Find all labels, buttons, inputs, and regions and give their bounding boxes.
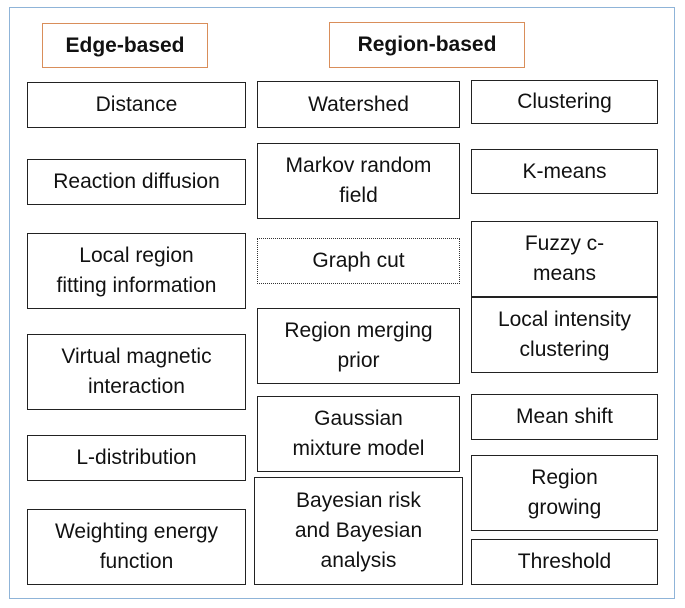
method-label: Graph cut	[312, 249, 405, 272]
region-method-mean-shift: Mean shift	[471, 394, 658, 440]
region-method-k-means: K-means	[471, 149, 658, 194]
region-method-fuzzy-c-means: Fuzzy c- means	[471, 221, 658, 297]
header-region-based: Region-based	[329, 22, 525, 68]
region-method-clustering: Clustering	[471, 80, 658, 124]
method-label: Local intensity clustering	[497, 308, 632, 361]
header-region-based-label: Region-based	[357, 33, 497, 56]
method-label: Threshold	[517, 550, 612, 573]
method-label: Watershed	[308, 92, 409, 116]
method-label: Weighting energy function	[54, 520, 219, 573]
method-label: Virtual magnetic interaction	[61, 345, 212, 398]
method-label: Reaction diffusion	[53, 170, 220, 193]
edge-method-weighting-energy: Weighting energy function	[27, 509, 246, 585]
method-label: Bayesian risk and Bayesian analysis	[294, 489, 423, 572]
region-method-threshold: Threshold	[471, 539, 658, 585]
edge-method-distance: Distance	[27, 82, 246, 128]
edge-method-reaction-diffusion: Reaction diffusion	[27, 159, 246, 205]
method-label: Local region fitting information	[56, 244, 217, 297]
header-edge-based: Edge-based	[42, 23, 208, 68]
region-method-region-growing: Region growing	[471, 455, 658, 531]
header-edge-based-label: Edge-based	[65, 33, 185, 57]
method-label: K-means	[522, 159, 607, 183]
edge-method-local-region-fitting: Local region fitting information	[27, 233, 246, 309]
method-label: L-distribution	[76, 446, 197, 469]
method-label: Distance	[95, 93, 178, 116]
region-method-gaussian-mixture: Gaussian mixture model	[257, 396, 460, 472]
region-method-local-intensity-clustering: Local intensity clustering	[471, 297, 658, 373]
region-method-markov-random-field: Markov random field	[257, 143, 460, 219]
method-label: Fuzzy c- means	[524, 232, 605, 285]
region-method-graph-cut: Graph cut	[257, 238, 460, 284]
region-method-watershed: Watershed	[257, 81, 460, 128]
method-label: Markov random field	[285, 154, 432, 207]
method-label: Clustering	[517, 90, 612, 113]
region-method-region-merging-prior: Region merging prior	[257, 308, 460, 384]
method-label: Mean shift	[516, 405, 613, 428]
edge-method-virtual-magnetic: Virtual magnetic interaction	[27, 334, 246, 410]
method-label: Region merging prior	[284, 319, 433, 372]
region-method-bayesian: Bayesian risk and Bayesian analysis	[254, 477, 463, 585]
method-label: Region growing	[527, 466, 602, 519]
edge-method-l-distribution: L-distribution	[27, 435, 246, 481]
method-label: Gaussian mixture model	[292, 407, 425, 460]
